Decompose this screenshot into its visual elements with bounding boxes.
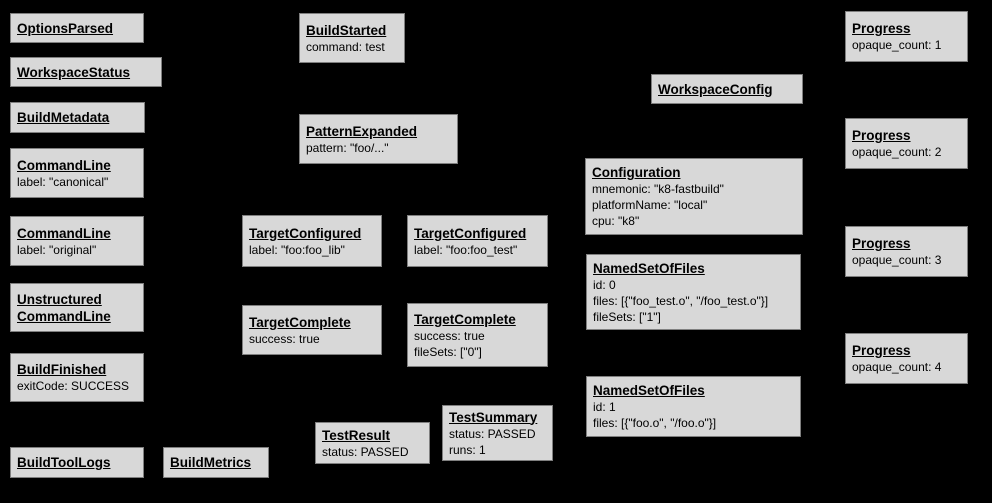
- node-command-line-original: CommandLine label: "original": [10, 216, 144, 266]
- node-body-line: mnemonic: "k8-fastbuild": [592, 182, 724, 196]
- node-title: Unstructured CommandLine: [17, 291, 111, 324]
- node-title: OptionsParsed: [17, 20, 114, 36]
- node-workspace-status: WorkspaceStatus: [10, 57, 162, 87]
- node-title: Progress: [852, 128, 911, 143]
- node-body-line: label: "original": [17, 242, 97, 257]
- node-progress-3: Progress opaque_count: 3: [845, 226, 968, 277]
- node-body-line: label: "canonical": [17, 174, 109, 189]
- node-title: TargetComplete: [249, 314, 351, 330]
- node-body-line: exitCode: SUCCESS: [17, 379, 130, 393]
- node-body-line: opaque_count: 3: [852, 253, 942, 267]
- node-build-started: BuildStarted command: test: [299, 13, 405, 63]
- node-options-parsed: OptionsParsed: [10, 13, 144, 43]
- node-named-set-of-files-1: NamedSetOfFiles id: 1 files: [{"foo.o", …: [586, 376, 801, 437]
- node-workspace-config: WorkspaceConfig: [651, 74, 803, 104]
- node-progress-1: Progress opaque_count: 1: [845, 11, 968, 62]
- node-target-configured-foo-lib: TargetConfigured label: "foo:foo_lib": [242, 215, 382, 267]
- node-build-metrics: BuildMetrics: [163, 447, 269, 478]
- node-body-line: platformName: "local": [592, 198, 708, 212]
- node-title: BuildToolLogs: [17, 455, 111, 470]
- node-unstructured-command-line: Unstructured CommandLine: [10, 283, 144, 332]
- node-configuration: Configuration mnemonic: "k8-fastbuild" p…: [585, 158, 803, 235]
- node-title: TargetConfigured: [414, 225, 527, 241]
- node-body-line: status: PASSED: [322, 444, 409, 459]
- node-body-line: label: "foo:foo_test": [414, 242, 518, 257]
- node-title: TestResult: [322, 427, 391, 443]
- node-body-line: cpu: "k8": [592, 214, 640, 228]
- node-named-set-of-files-0: NamedSetOfFiles id: 0 files: [{"foo_test…: [586, 254, 801, 330]
- node-body-line: opaque_count: 1: [852, 38, 942, 52]
- node-body-line: status: PASSED: [449, 426, 536, 441]
- node-build-finished: BuildFinished exitCode: SUCCESS: [10, 353, 144, 402]
- node-build-metadata: BuildMetadata: [10, 102, 145, 133]
- node-title: Configuration: [592, 165, 681, 180]
- node-body-line: fileSets: ["1"]: [593, 309, 661, 324]
- node-title: TargetConfigured: [249, 225, 362, 241]
- node-target-complete-foo-test: TargetComplete success: true fileSets: […: [407, 303, 548, 367]
- node-body-line: id: 1: [593, 400, 616, 414]
- node-target-complete-foo-lib: TargetComplete success: true: [242, 305, 382, 355]
- node-title: TargetComplete: [414, 311, 516, 327]
- node-title: Progress: [852, 21, 911, 36]
- node-command-line-canonical: CommandLine label: "canonical": [10, 148, 144, 198]
- node-title: WorkspaceStatus: [17, 64, 131, 80]
- node-build-tool-logs: BuildToolLogs: [10, 447, 144, 478]
- node-test-result: TestResult status: PASSED: [315, 422, 430, 464]
- node-body-line: files: [{"foo_test.o", "/foo_test.o"}]: [593, 293, 769, 308]
- node-body-line: command: test: [306, 39, 385, 54]
- node-title: BuildFinished: [17, 362, 107, 377]
- node-title: BuildStarted: [306, 22, 387, 38]
- node-body-line: opaque_count: 4: [852, 360, 942, 374]
- node-title: NamedSetOfFiles: [593, 260, 705, 276]
- node-title: WorkspaceConfig: [658, 81, 773, 97]
- node-title: TestSummary: [449, 409, 538, 425]
- node-target-configured-foo-test: TargetConfigured label: "foo:foo_test": [407, 215, 548, 267]
- node-pattern-expanded: PatternExpanded pattern: "foo/...": [299, 114, 458, 164]
- node-test-summary: TestSummary status: PASSED runs: 1: [442, 405, 553, 461]
- node-title: CommandLine: [17, 157, 111, 173]
- node-body-line: files: [{"foo.o", "/foo.o"}]: [593, 416, 717, 430]
- node-body-line: pattern: "foo/...": [306, 140, 389, 155]
- node-title: BuildMetadata: [17, 110, 110, 125]
- node-body-line: fileSets: ["0"]: [414, 344, 482, 359]
- node-title: CommandLine: [17, 225, 111, 241]
- node-title: PatternExpanded: [306, 123, 418, 139]
- node-title: Progress: [852, 343, 911, 358]
- node-progress-2: Progress opaque_count: 2: [845, 118, 968, 169]
- node-body-line: label: "foo:foo_lib": [249, 242, 345, 257]
- node-progress-4: Progress opaque_count: 4: [845, 333, 968, 384]
- node-title: NamedSetOfFiles: [593, 383, 705, 398]
- node-body-line: runs: 1: [449, 442, 486, 457]
- node-body-line: opaque_count: 2: [852, 145, 942, 159]
- node-body-line: success: true: [249, 331, 320, 346]
- node-title: BuildMetrics: [170, 455, 252, 470]
- node-body-line: success: true: [414, 328, 485, 343]
- node-body-line: id: 0: [593, 277, 616, 292]
- node-title: Progress: [852, 236, 911, 251]
